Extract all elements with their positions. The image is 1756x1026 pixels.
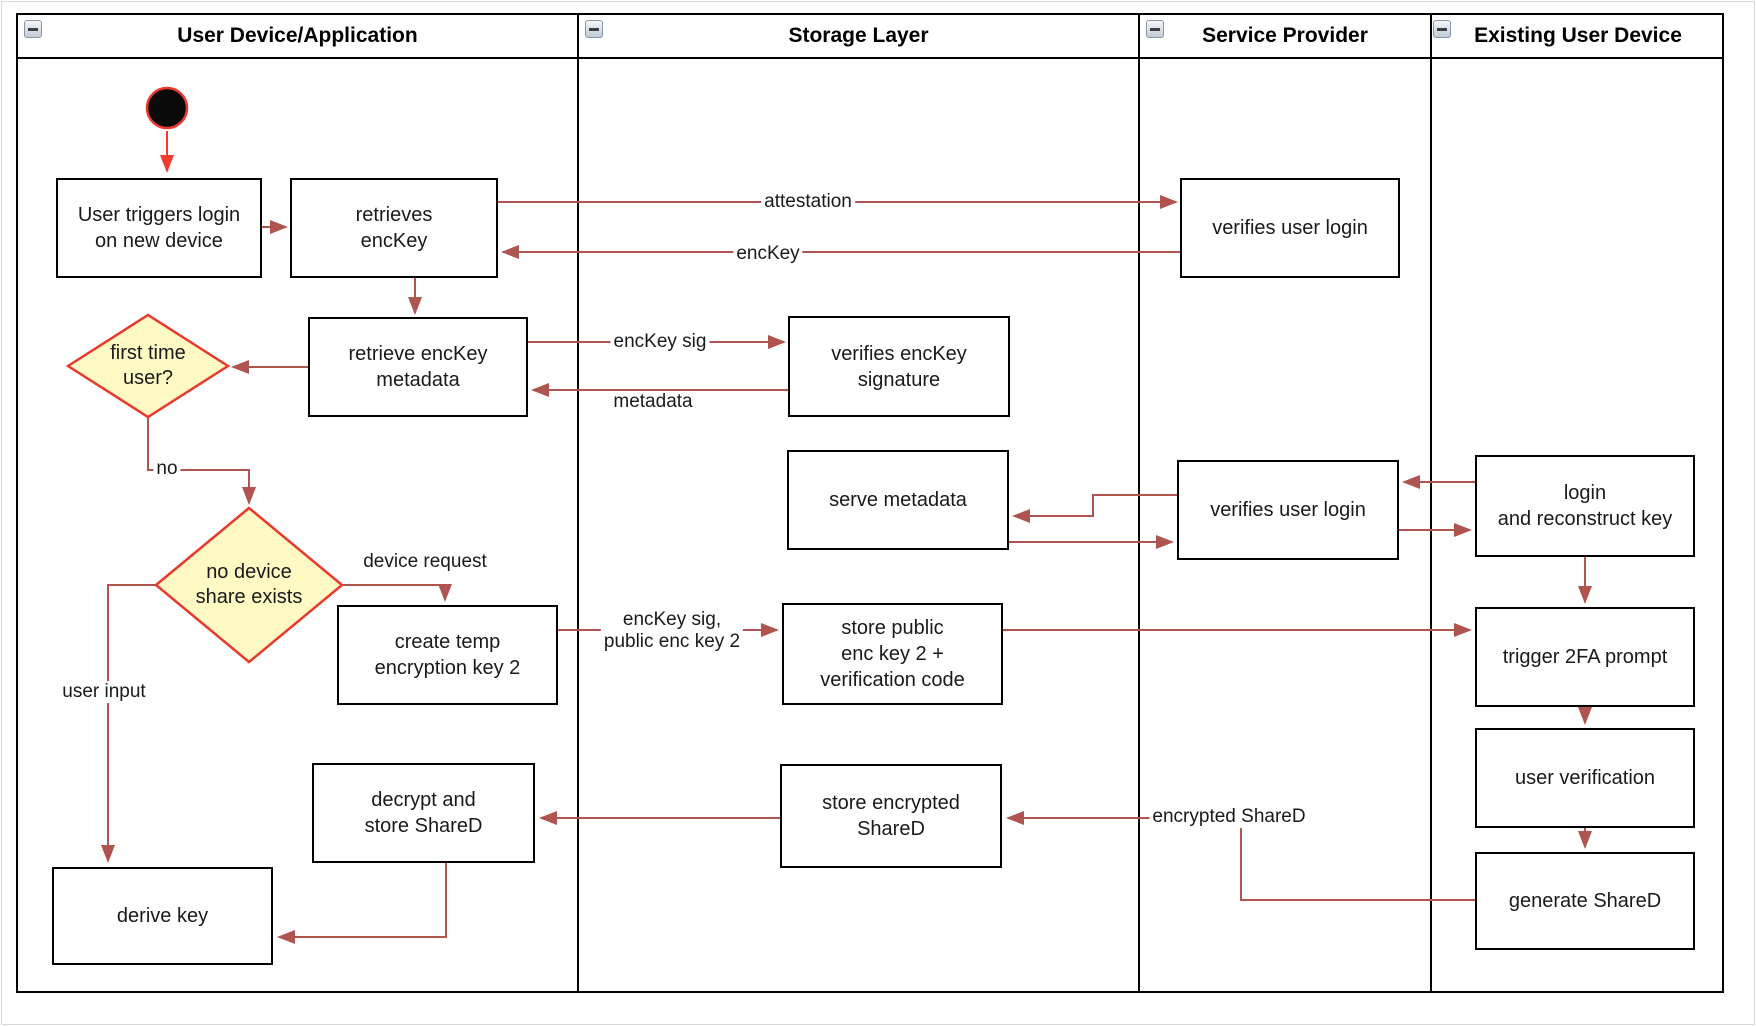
lane-header-existing-user-device[interactable]: Existing User Device (1432, 15, 1724, 57)
node-derive-key[interactable]: derive key (52, 867, 273, 965)
collapse-icon[interactable] (1146, 20, 1164, 38)
edge-label-no: no (153, 458, 181, 480)
lane-title: Existing User Device (1474, 24, 1682, 47)
edge-verifies-to-serve-metadata (1012, 494, 1177, 523)
edge-user-input (101, 584, 156, 863)
lane-header-user-device-application[interactable]: User Device/Application (18, 15, 577, 57)
edge-encrypted-shared (1006, 811, 1475, 901)
node-trigger-2fa-prompt[interactable]: trigger 2FA prompt (1475, 607, 1695, 707)
node-decrypt-and-store-shared[interactable]: decrypt and store ShareD (312, 763, 535, 863)
node-serve-metadata[interactable]: serve metadata (787, 450, 1009, 550)
swimlane-pool (16, 13, 1724, 993)
edge-label-metadata: metadata (610, 391, 696, 413)
node-store-public-enc-key-2[interactable]: store public enc key 2 + verification co… (782, 603, 1003, 705)
collapse-icon[interactable] (24, 20, 42, 38)
node-verifies-user-login-2[interactable]: verifies user login (1177, 460, 1399, 560)
decision-first-time-user[interactable] (65, 313, 231, 419)
decision-label-no-device-share-exists: no device share exists (195, 561, 303, 608)
collapse-icon[interactable] (1433, 20, 1451, 38)
lane-title: Service Provider (1202, 24, 1368, 47)
node-login-and-reconstruct-key[interactable]: login and reconstruct key (1475, 455, 1695, 557)
lane-header-separator (16, 57, 1724, 59)
edge-label-user-input: user input (59, 681, 149, 703)
node-verifies-user-login-1[interactable]: verifies user login (1180, 178, 1400, 278)
edge-label-enckey-sig-public: encKey sig, public enc key 2 (600, 609, 744, 653)
decision-label-first-time-user: first time user? (110, 342, 186, 389)
lane-separator-3 (1430, 13, 1432, 993)
edge-decrypt-to-derive-key (277, 863, 447, 944)
start-node[interactable] (145, 86, 189, 130)
lane-separator-1 (577, 13, 579, 993)
edge-device-request (342, 584, 452, 602)
edge-label-device-request: device request (363, 551, 487, 573)
edge-label-enckey: encKey (733, 243, 803, 265)
edge-no-branch (147, 417, 256, 505)
lane-title: Storage Layer (788, 24, 929, 47)
decision-no-device-share-exists[interactable] (154, 506, 344, 664)
lane-header-storage-layer[interactable]: Storage Layer (579, 15, 1138, 57)
lane-header-service-provider[interactable]: Service Provider (1140, 15, 1430, 57)
node-store-encrypted-shared[interactable]: store encrypted ShareD (780, 764, 1002, 868)
node-retrieve-enckey-metadata[interactable]: retrieve encKey metadata (308, 317, 528, 417)
node-retrieves-enckey[interactable]: retrieves encKey (290, 178, 498, 278)
lane-separator-2 (1138, 13, 1140, 993)
lane-title: User Device/Application (177, 24, 418, 47)
edge-label-attestation: attestation (761, 191, 855, 213)
node-create-temp-encryption-key-2[interactable]: create temp encryption key 2 (337, 605, 558, 705)
node-user-verification[interactable]: user verification (1475, 728, 1695, 828)
edge-label-enckey-sig: encKey sig (610, 331, 710, 353)
edge-label-encrypted-shared: encrypted ShareD (1149, 806, 1309, 828)
node-generate-shared[interactable]: generate ShareD (1475, 852, 1695, 950)
node-verifies-enckey-signature[interactable]: verifies encKey signature (788, 316, 1010, 417)
collapse-icon[interactable] (585, 20, 603, 38)
node-user-triggers-login[interactable]: User triggers login on new device (56, 178, 262, 278)
